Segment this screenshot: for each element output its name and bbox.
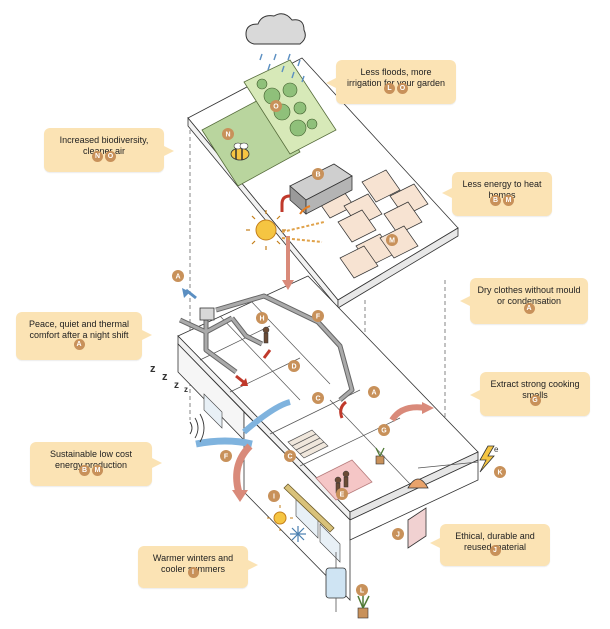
sun-icon [246, 210, 286, 250]
badge: N [92, 151, 103, 163]
callout-peace: Peace, quiet and thermal comfort after a… [16, 312, 142, 360]
badge: I [187, 567, 199, 579]
badge: G [529, 395, 541, 407]
lamp [407, 461, 479, 489]
marker-H: H [256, 312, 268, 324]
callout-winters: Warmer winters and cooler summers I [138, 546, 248, 588]
svg-text:z: z [162, 371, 168, 383]
marker-I: I [268, 490, 280, 502]
callout-text: Sustainable low cost energy production [49, 449, 133, 470]
callout-text: Less energy to heat homes [462, 179, 542, 200]
marker-B: B [312, 168, 324, 180]
badge: A [73, 339, 85, 351]
svg-text:A: A [175, 274, 180, 281]
marker-O: O [270, 100, 282, 112]
marker-A-mid: A [368, 386, 380, 398]
bee-icon [230, 142, 250, 161]
marker-D: D [288, 360, 300, 372]
marker-C-mid: C [312, 392, 324, 404]
marker-J: J [392, 528, 404, 540]
svg-text:A: A [371, 390, 376, 397]
marker-N: N [222, 128, 234, 140]
svg-text:C: C [287, 454, 292, 461]
svg-text:J: J [396, 532, 400, 539]
people [262, 326, 350, 494]
callout-text: Increased biodiversity, cleaner air [59, 135, 149, 156]
badge: M [92, 465, 103, 477]
marker-F-low: F [220, 450, 232, 462]
svg-text:G: G [381, 428, 387, 435]
svg-text:H: H [259, 316, 264, 323]
callout-floods: Less floods, more irrigation for your ga… [336, 60, 456, 104]
rain-water-tank [325, 552, 347, 612]
callout-text: Extract strong cooking smells [490, 379, 580, 400]
marker-A-top: A [172, 270, 184, 282]
svg-text:N: N [225, 132, 230, 139]
badge: B [490, 195, 501, 207]
callout-material: Ethical, durable and reused material J [440, 524, 550, 566]
rain-cloud-icon [245, 13, 306, 83]
callout-cooking: Extract strong cooking smells G [480, 372, 590, 416]
plant-icon [357, 447, 385, 619]
svg-text:O: O [273, 104, 279, 111]
badge: L [384, 83, 395, 95]
airflow-arrows [182, 205, 434, 502]
svg-text:D: D [291, 364, 296, 371]
badge: M [503, 195, 514, 207]
callout-text: Dry clothes without mould or condensatio… [477, 285, 581, 306]
callout-text: Less floods, more irrigation for your ga… [346, 67, 446, 88]
badge: J [489, 545, 501, 557]
svg-text:F: F [224, 454, 229, 461]
badge: O [105, 151, 116, 163]
svg-text:K: K [497, 470, 502, 477]
marker-F-top: F [312, 310, 324, 322]
marker-L: L [356, 584, 368, 596]
svg-text:z: z [150, 363, 156, 375]
marker-C-low: C [284, 450, 296, 462]
lightning-icon: e [479, 445, 499, 473]
callout-text: Peace, quiet and thermal comfort after a… [28, 319, 130, 340]
svg-text:F: F [316, 314, 321, 321]
marker-K: K [494, 466, 506, 478]
svg-text:B: B [315, 172, 320, 179]
svg-text:e: e [494, 445, 499, 454]
sun-small-icon [267, 505, 293, 531]
sleep-z-icon: z z z z [150, 363, 188, 394]
snowflake-icon [290, 526, 306, 542]
svg-text:M: M [389, 238, 395, 245]
marker-M: M [386, 234, 398, 246]
callout-clothes: Dry clothes without mould or condensatio… [470, 278, 588, 324]
svg-text:z: z [174, 380, 179, 391]
callout-energy: Sustainable low cost energy production B… [30, 442, 152, 486]
svg-text:C: C [315, 396, 320, 403]
letter-markers: O N B M A H F D C A G C E F I J K L [172, 100, 506, 596]
svg-text:z: z [184, 385, 188, 394]
marker-E: E [336, 488, 348, 500]
svg-text:E: E [340, 492, 345, 499]
badge: A [523, 303, 535, 315]
marker-G: G [378, 424, 390, 436]
svg-text:I: I [273, 494, 275, 501]
badge: O [397, 83, 408, 95]
svg-text:L: L [360, 588, 365, 595]
badge: B [79, 465, 90, 477]
